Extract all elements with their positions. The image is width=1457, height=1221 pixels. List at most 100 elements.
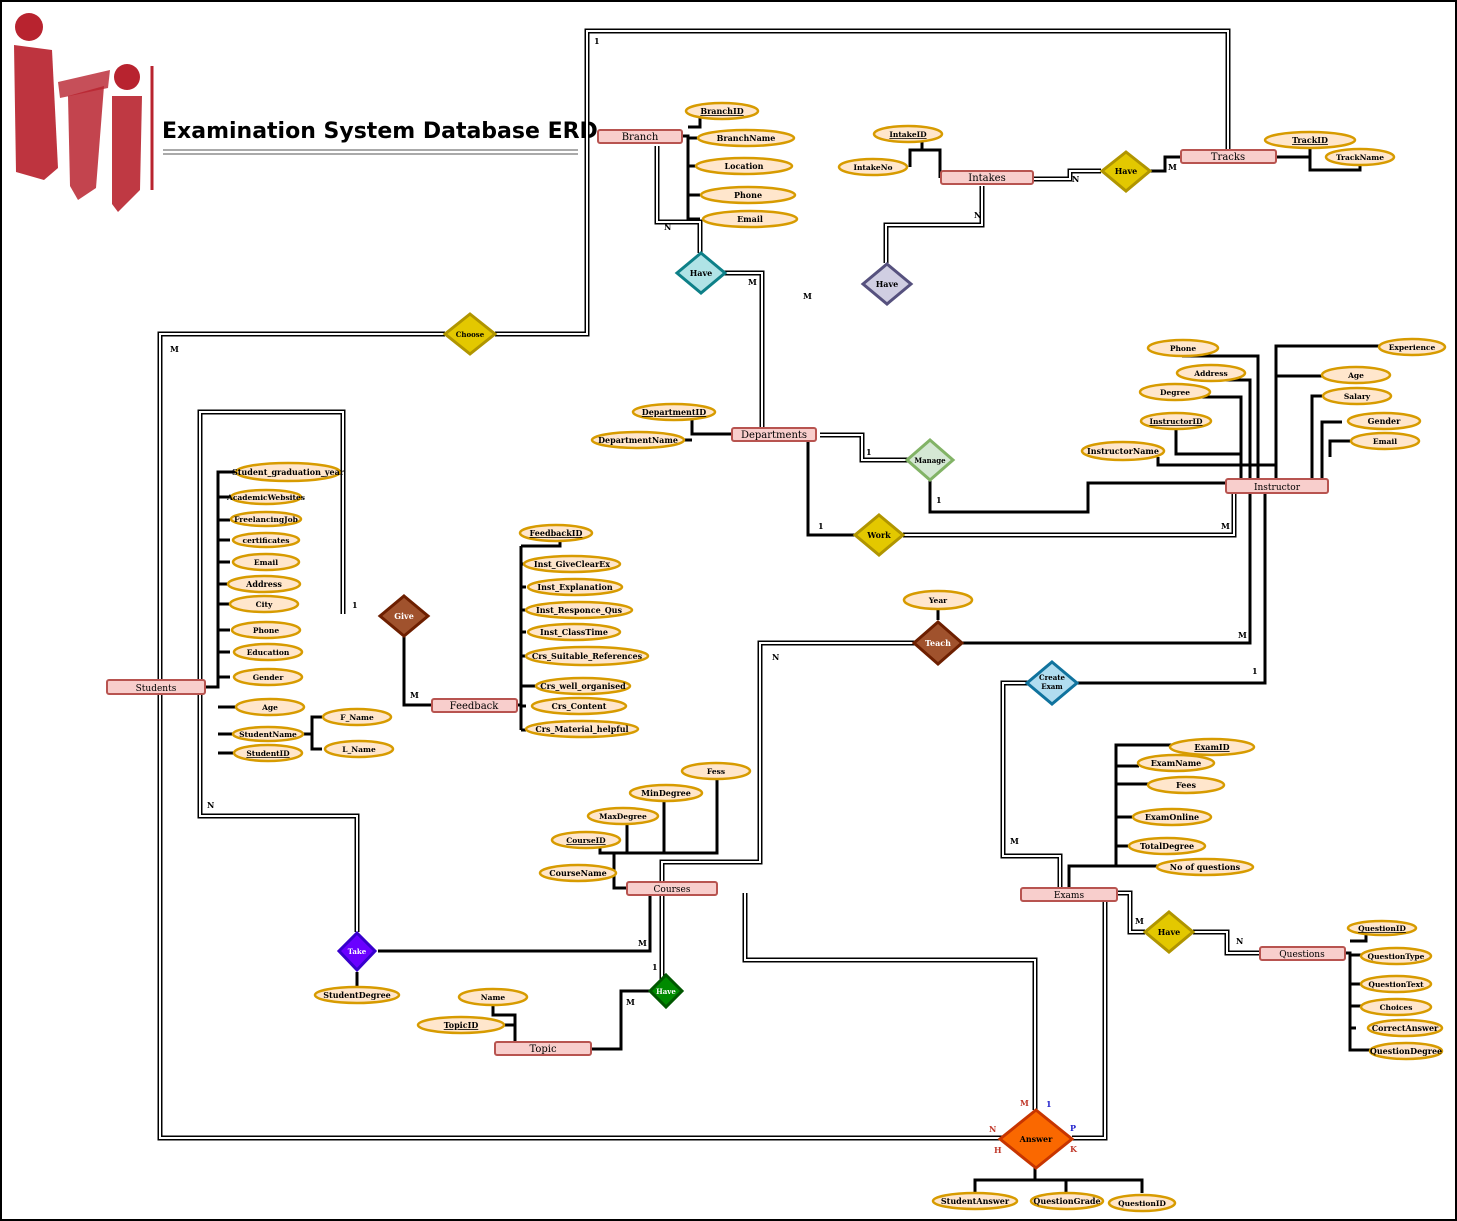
attribute-answer[interactable]: QuestionGrade — [1029, 1191, 1105, 1211]
entity-intakes[interactable]: Intakes — [940, 170, 1034, 185]
svg-text:P: P — [1070, 1123, 1076, 1133]
relationship-answer[interactable]: Answer — [997, 1108, 1075, 1170]
attribute-feedback[interactable]: Inst_Explanation — [526, 577, 624, 597]
relationship-track-have[interactable]: Have — [1099, 150, 1153, 193]
attribute-students[interactable]: StudentName — [231, 725, 305, 743]
attribute-instructor[interactable]: Gender — [1346, 411, 1422, 431]
attribute-courses[interactable]: MinDegree — [628, 783, 704, 803]
attribute-instructor[interactable]: InstructorID — [1139, 411, 1213, 431]
attribute-departments[interactable]: DepartmentID — [631, 402, 717, 422]
attribute-students[interactable]: certificates — [231, 531, 301, 549]
relationship-choose[interactable]: Choose — [442, 312, 498, 356]
attribute-students[interactable]: FreelancingJob — [229, 510, 303, 528]
attribute-questions[interactable]: CorrectAnswer — [1366, 1018, 1444, 1038]
relationship-take[interactable]: Take — [336, 930, 378, 973]
attribute-feedback[interactable]: Crs_Suitable_References — [524, 645, 650, 667]
relationship-teach[interactable]: Teach — [911, 620, 965, 666]
attribute-branch[interactable]: Email — [701, 209, 799, 229]
entity-topic[interactable]: Topic — [494, 1041, 592, 1056]
attribute-instructor[interactable]: Degree — [1138, 382, 1212, 402]
entity-departments[interactable]: Departments — [731, 427, 817, 442]
attribute-answer[interactable]: QuestionID — [1107, 1193, 1177, 1213]
attribute-instructor[interactable]: Address — [1175, 363, 1247, 383]
attribute-students[interactable]: L_Name — [323, 739, 395, 759]
attribute-feedback[interactable]: Inst_GiveClearEx — [522, 554, 622, 574]
attribute-students[interactable]: Student_graduation_year — [232, 461, 345, 483]
attribute-questions[interactable]: QuestionID — [1346, 919, 1418, 937]
attribute-students[interactable]: Address — [226, 574, 302, 594]
attribute-courses[interactable]: CourseName — [538, 863, 618, 883]
relationship-manage[interactable]: Manage — [904, 438, 956, 482]
attribute-topic[interactable]: TopicID — [416, 1015, 506, 1035]
attribute-students[interactable]: Gender — [232, 667, 304, 687]
attribute-answer[interactable]: StudentAnswer — [931, 1191, 1019, 1211]
entity-exams[interactable]: Exams — [1020, 887, 1118, 902]
relationship-questions-have[interactable]: Have — [1142, 910, 1196, 954]
relationship-branch-have[interactable]: Have — [674, 251, 728, 295]
attribute-branch[interactable]: Phone — [699, 185, 797, 205]
attribute-branch[interactable]: BranchID — [684, 101, 760, 121]
entity-branch[interactable]: Branch — [597, 129, 683, 144]
attribute-exams[interactable]: ExamID — [1168, 737, 1256, 757]
attribute-intakes[interactable]: IntakeID — [872, 124, 944, 144]
attribute-questions[interactable]: QuestionText — [1359, 974, 1433, 994]
entity-courses[interactable]: Courses — [626, 881, 718, 896]
attribute-exams[interactable]: No of questions — [1155, 857, 1255, 877]
attribute-intakes[interactable]: IntakeNo — [837, 157, 909, 177]
attribute-label: TrackID — [1292, 135, 1328, 145]
relationships: Have Have Have Choose Manage Work Give T… — [336, 150, 1196, 1170]
attribute-label: DepartmentName — [598, 435, 678, 445]
attribute-exams[interactable]: Fees — [1146, 775, 1226, 795]
attribute-students[interactable]: Phone — [230, 620, 302, 640]
entity-feedback[interactable]: Feedback — [431, 698, 518, 713]
entity-students[interactable]: Students — [106, 679, 206, 695]
attribute-students[interactable]: Education — [232, 642, 304, 662]
attribute-feedback[interactable]: Crs_Content — [530, 696, 628, 716]
attribute-instructor[interactable]: Phone — [1146, 338, 1220, 358]
attribute-feedback[interactable]: FeedbackID — [518, 523, 594, 543]
entity-questions[interactable]: Questions — [1259, 946, 1346, 961]
relationship-topic-have[interactable]: Have — [647, 972, 685, 1010]
relationship-intake-have[interactable]: Have — [860, 262, 914, 306]
attribute-topic[interactable]: Name — [457, 987, 529, 1007]
attribute-feedback[interactable]: Crs_Material_helpful — [524, 719, 640, 739]
attribute-students[interactable]: StudentID — [232, 743, 304, 763]
attribute-instructor[interactable]: Experience — [1377, 337, 1447, 357]
attribute-courses[interactable]: CourseID — [550, 830, 622, 850]
attribute-exams[interactable]: ExamName — [1136, 753, 1216, 773]
attribute-teach[interactable]: Year — [902, 589, 974, 611]
relationship-give[interactable]: Give — [377, 594, 431, 638]
attribute-exams[interactable]: TotalDegree — [1127, 836, 1207, 856]
attribute-questions[interactable]: Choices — [1359, 997, 1433, 1017]
attribute-questions[interactable]: QuestionDegree — [1368, 1041, 1444, 1061]
attribute-exams[interactable]: ExamOnline — [1131, 807, 1213, 827]
relationship-work[interactable]: Work — [852, 513, 906, 557]
attribute-courses[interactable]: Fess — [680, 761, 752, 781]
attribute-label: Address — [245, 579, 282, 589]
attribute-courses[interactable]: MaxDegree — [586, 806, 660, 826]
attribute-instructor[interactable]: Age — [1320, 365, 1392, 385]
attribute-students[interactable]: F_Name — [321, 707, 393, 727]
attribute-feedback[interactable]: Crs_well_organised — [534, 676, 632, 696]
entity-instructor[interactable]: Instructor — [1225, 478, 1329, 494]
attribute-students[interactable]: City — [228, 594, 300, 614]
attribute-tracks[interactable]: TrackName — [1324, 147, 1396, 167]
attribute-instructor[interactable]: Salary — [1321, 386, 1393, 406]
attribute-questions[interactable]: QuestionType — [1359, 946, 1433, 966]
attribute-branch[interactable]: Location — [694, 156, 794, 176]
attribute-students[interactable]: AcademicWebsites — [226, 488, 305, 506]
attribute-instructor[interactable]: Email — [1349, 431, 1421, 451]
attribute-instructor[interactable]: InstructorName — [1080, 440, 1166, 462]
attribute-feedback[interactable]: Inst_Responce_Qus — [524, 600, 634, 620]
attribute-label: Inst_Explanation — [537, 582, 613, 592]
attribute-branch[interactable]: BranchName — [696, 128, 796, 148]
entity-tracks[interactable]: Tracks — [1180, 149, 1277, 164]
attribute-departments[interactable]: DepartmentName — [590, 430, 686, 450]
attribute-feedback[interactable]: Inst_ClassTime — [526, 622, 622, 642]
attribute-take[interactable]: StudentDegree — [313, 985, 401, 1005]
attribute-tracks[interactable]: TrackID — [1263, 130, 1357, 150]
attribute-students[interactable]: Age — [234, 697, 306, 717]
attribute-students[interactable]: Email — [231, 552, 301, 572]
